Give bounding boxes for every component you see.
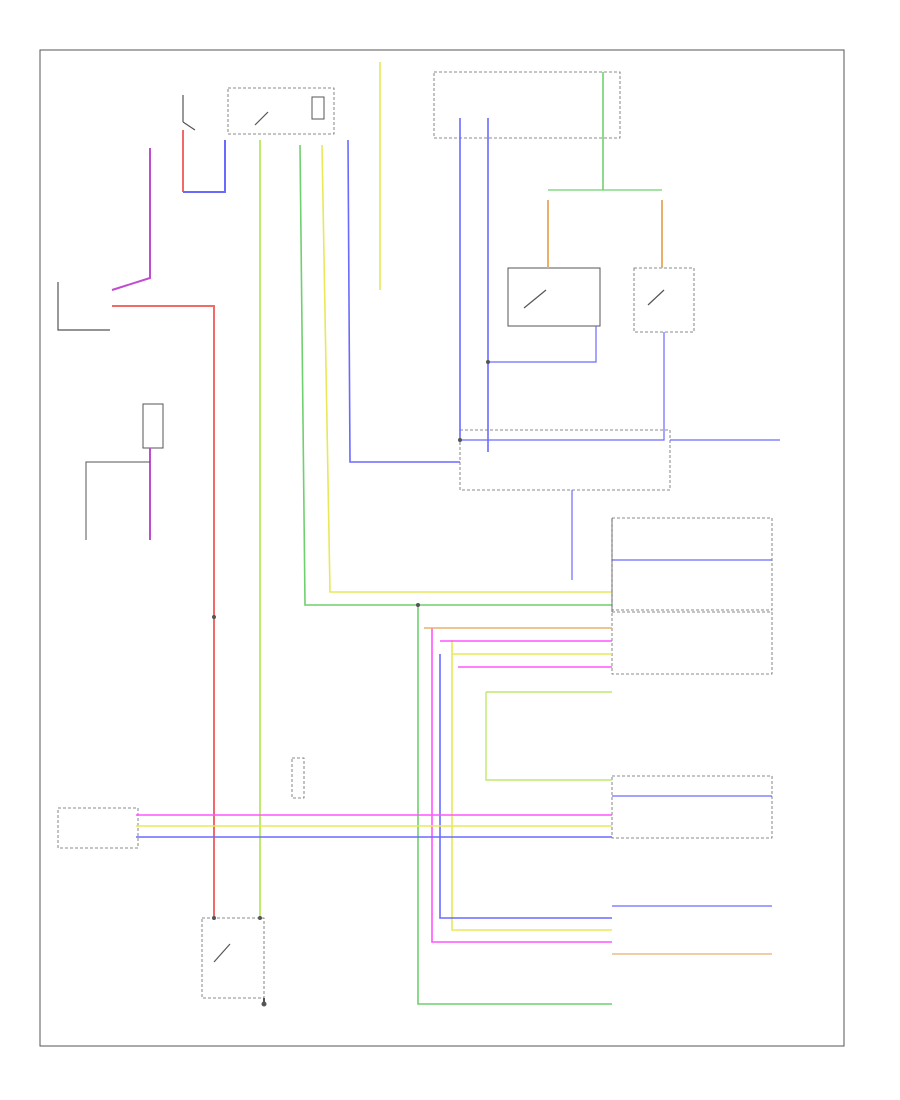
body-control-module-box (459, 429, 671, 491)
pcm-connector-block-1 (611, 517, 773, 611)
wire-blue-tcm (439, 654, 612, 919)
starter-relay-box (227, 87, 335, 135)
battery (142, 403, 164, 449)
wire-ground-1 (85, 461, 150, 540)
brake-switch-contact (523, 289, 547, 309)
starter-relay-contact (254, 111, 269, 126)
wire-blue-stop-lamp (460, 332, 665, 441)
left-tcm-connector (57, 807, 139, 849)
junction-dot (486, 360, 490, 364)
wire-blue-brake (488, 326, 597, 363)
wire-red-main (112, 305, 215, 918)
left-junction-bracket (57, 282, 110, 331)
wire-green-2 (417, 605, 612, 1005)
ground-dot (261, 1001, 267, 1007)
tcm-connector-block (611, 775, 773, 839)
wire-blue-short (183, 140, 226, 193)
pcm-connector-block-2 (611, 611, 773, 675)
wire-magenta-tcm (431, 628, 612, 943)
brake-pedal-switch-box (507, 267, 601, 327)
transmission-range-sensor (291, 757, 305, 799)
wire-purple-battery (111, 148, 151, 291)
wire-yellow-long (321, 144, 612, 593)
stop-lamp-switch-box (633, 267, 695, 333)
wire-yellow-tcm (451, 640, 612, 931)
junction-dot (258, 916, 262, 920)
junction-dot (212, 615, 216, 619)
starter-motor-box (201, 917, 265, 999)
junction-dot (458, 438, 462, 442)
diagram-border (39, 49, 845, 1047)
fuse-left-link (182, 121, 196, 131)
battery-junction-box (433, 71, 621, 139)
wire-group (85, 62, 780, 1005)
starter-motor-contact (213, 943, 231, 963)
wire-green-1 (299, 144, 612, 606)
wire-blue-long (347, 139, 460, 463)
wire-lightgreen-h2 (485, 692, 612, 781)
junction-dot (416, 603, 420, 607)
starter-relay-coil (311, 96, 325, 120)
junction-dot (212, 916, 216, 920)
junction-dots (212, 360, 490, 1007)
stop-lamp-switch-contact (647, 289, 665, 306)
